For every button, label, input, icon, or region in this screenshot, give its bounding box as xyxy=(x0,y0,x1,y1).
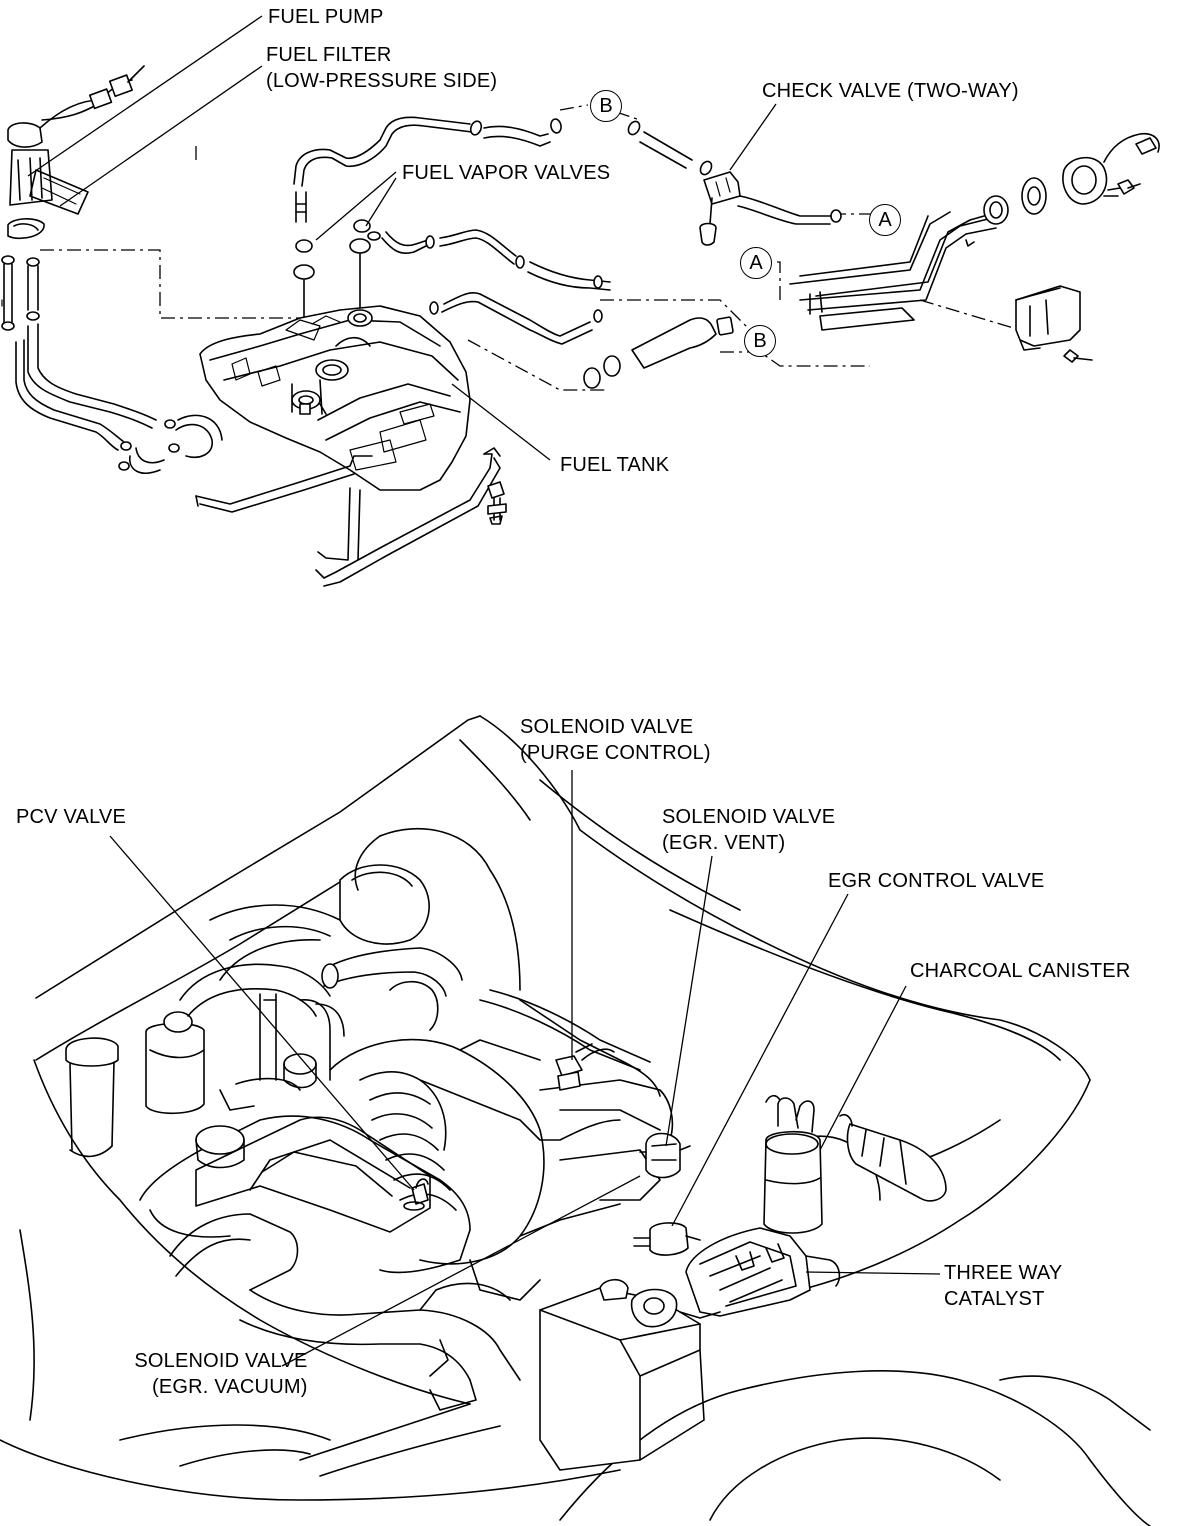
valve-cover xyxy=(139,1053,471,1274)
fuel-tank xyxy=(199,305,471,491)
label-solenoid-vent-line2: (EGR. VENT) xyxy=(662,832,786,854)
intake-hoses xyxy=(179,904,651,1081)
label-solenoid-purge-line1: SOLENOID VALVE xyxy=(520,716,694,738)
label-pcv-valve: PCV VALVE xyxy=(16,806,126,828)
label-solenoid-vacuum-line1: SOLENOID VALVE xyxy=(134,1350,308,1372)
label-egr-control-valve: EGR CONTROL VALVE xyxy=(828,870,1045,892)
label-three-way-catalyst: THREE WAY CATALYST xyxy=(944,1260,1062,1312)
tank-straps xyxy=(195,447,507,587)
strut-towers xyxy=(339,828,881,1201)
fuel-system-diagram xyxy=(1,15,1160,587)
three-way-catalyst xyxy=(685,1227,841,1317)
headlight-assembly xyxy=(839,1113,947,1202)
label-charcoal-canister: CHARCOAL CANISTER xyxy=(910,960,1131,982)
solenoid-valves xyxy=(555,1043,701,1256)
label-solenoid-vacuum-line2: (EGR. VACUUM) xyxy=(152,1376,308,1398)
middle-hoses xyxy=(381,229,734,389)
vapor-hoses xyxy=(293,116,842,225)
callout-a-left: A xyxy=(740,247,772,279)
tank-bracket xyxy=(1015,285,1093,363)
bottom-leader-lines xyxy=(109,770,941,1367)
left-fuel-lines xyxy=(1,255,223,474)
pcv-valve xyxy=(403,1178,429,1211)
label-fuel-filter-line1: FUEL FILTER xyxy=(266,44,392,66)
callout-b-bottom: B xyxy=(744,325,776,357)
engine-bay-diagram xyxy=(0,715,1151,1526)
label-solenoid-purge: SOLENOID VALVE (PURGE CONTROL) xyxy=(520,714,711,766)
filler-pipe-assembly xyxy=(789,132,1160,331)
label-three-way-catalyst-line2: CATALYST xyxy=(944,1288,1045,1310)
callout-b-top: B xyxy=(590,90,622,122)
guide-lines xyxy=(40,104,1021,391)
label-fuel-filter: FUEL FILTER (LOW-PRESSURE SIDE) xyxy=(266,42,497,94)
air-intake-duct xyxy=(169,1213,541,1411)
radiator-reservoir xyxy=(65,1011,205,1158)
intake-manifold xyxy=(329,999,674,1265)
label-solenoid-vent-line1: SOLENOID VALVE xyxy=(662,806,836,828)
label-fuel-filter-line2: (LOW-PRESSURE SIDE) xyxy=(266,70,498,92)
label-three-way-catalyst-line1: THREE WAY xyxy=(944,1262,1063,1284)
label-fuel-pump: FUEL PUMP xyxy=(268,6,384,28)
label-fuel-tank: FUEL TANK xyxy=(560,454,670,476)
label-solenoid-vacuum: SOLENOID VALVE (EGR. VACUUM) xyxy=(104,1348,308,1400)
label-fuel-vapor-valves: FUEL VAPOR VALVES xyxy=(402,162,611,184)
charcoal-canister xyxy=(763,1094,823,1234)
battery-box xyxy=(539,1278,721,1471)
fuel-pump-assembly xyxy=(7,65,145,240)
label-solenoid-vent: SOLENOID VALVE (EGR. VENT) xyxy=(662,804,835,856)
check-valve xyxy=(699,171,741,246)
callout-a-right: A xyxy=(869,204,901,236)
label-solenoid-purge-line2: (PURGE CONTROL) xyxy=(520,742,711,764)
label-check-valve: CHECK VALVE (TWO-WAY) xyxy=(762,80,1019,102)
top-leader-lines xyxy=(27,15,777,461)
